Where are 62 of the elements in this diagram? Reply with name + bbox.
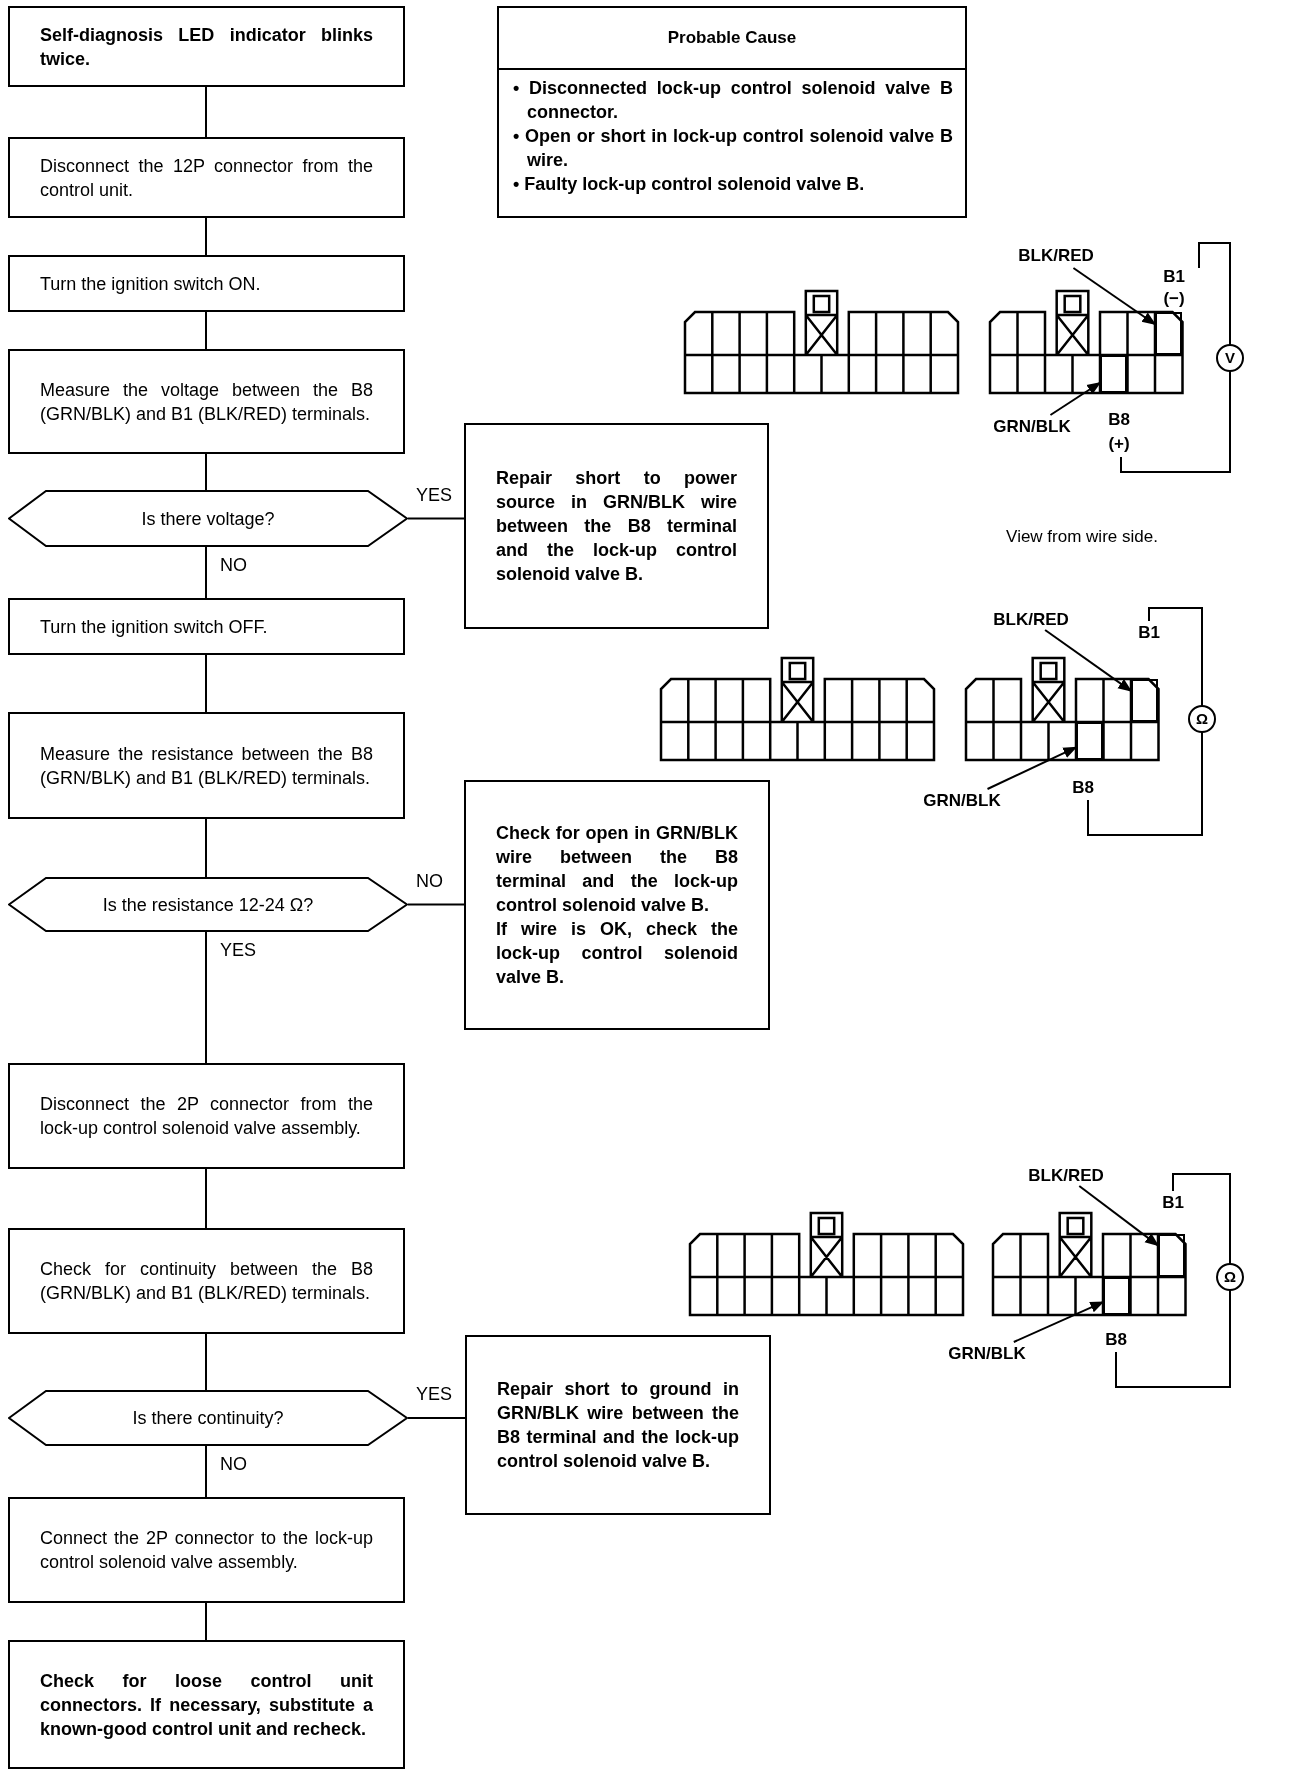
terminal-label: B8	[1105, 1330, 1127, 1350]
connector-line	[205, 818, 207, 878]
connector-line	[407, 517, 465, 520]
terminal-cavity	[1103, 1277, 1130, 1315]
wire-color-label: GRN/BLK	[983, 415, 1081, 439]
terminal-label: (−)	[1163, 289, 1185, 309]
leader-line	[1072, 267, 1157, 326]
wire-color-label: GRN/BLK	[938, 1342, 1036, 1366]
decision-diamond: Is there voltage?	[8, 490, 408, 547]
process-box: Disconnect the 2P connector from the lock-up control solenoid valve assembly.	[8, 1063, 405, 1169]
process-box: Measure the resistance between the B8 (GRN/BLK) and B1 (BLK/RED) terminals.	[8, 712, 405, 819]
connector-line	[205, 1168, 207, 1229]
terminal-label: B8	[1108, 410, 1130, 430]
connector-line	[205, 931, 207, 1064]
wire-color-label: BLK/RED	[1008, 244, 1104, 268]
terminal-label: B1	[1162, 1193, 1184, 1213]
process-box: Check for loose control unit connectors. If necessary, substitute a known-good control unit and recheck.	[8, 1640, 405, 1769]
connector-line	[205, 311, 207, 350]
process-box: Measure the voltage between the B8 (GRN/BLK) and B1 (BLK/RED) terminals.	[8, 349, 405, 454]
wire-color-label: GRN/BLK	[913, 789, 1011, 813]
wire-color-label: BLK/RED	[1018, 1166, 1114, 1186]
process-box: Repair short to power source in GRN/BLK wire between the B8 terminal and the lock-up control solenoid valve B.	[464, 423, 769, 629]
process-box: Check for open in GRN/BLK wire between the B8 terminal and the lock-up control solenoid valve B. If wire is OK, check the lock-up control solenoid valve B.	[464, 780, 770, 1030]
meter-symbol: Ω	[1188, 705, 1216, 733]
terminal-label: B1	[1163, 267, 1185, 287]
terminal-cavity	[1131, 679, 1158, 722]
terminal-cavity	[1076, 722, 1103, 760]
connector-line	[205, 654, 207, 713]
meter-symbol: Ω	[1216, 1263, 1244, 1291]
process-box: Connect the 2P connector to the lock-up control solenoid valve assembly.	[8, 1497, 405, 1603]
connector-line	[407, 903, 465, 906]
connector-line	[205, 546, 207, 599]
wire-color-label: BLK/RED	[983, 610, 1079, 630]
connector-line	[407, 1417, 466, 1419]
decision-diamond: Is the resistance 12-24 Ω?	[8, 877, 408, 932]
connector-line	[205, 217, 207, 256]
terminal-cavity	[1100, 355, 1127, 393]
process-box: Check for continuity between the B8 (GRN/BLK) and B1 (BLK/RED) terminals.	[8, 1228, 405, 1334]
leader-line	[986, 746, 1078, 790]
process-box: Disconnect the 12P connector from the control unit.	[8, 137, 405, 218]
note: View from wire side.	[1006, 527, 1158, 547]
connector-line	[205, 1445, 207, 1498]
meter-symbol: V	[1216, 344, 1244, 372]
leader-line	[1049, 381, 1102, 416]
leader-line	[1078, 1185, 1160, 1247]
process-box: Repair short to ground in GRN/BLK wire between the B8 terminal and the lock-up control solenoid valve B.	[465, 1335, 771, 1515]
process-box: Turn the ignition switch OFF.	[8, 598, 405, 655]
connector-line	[205, 1602, 207, 1641]
process-box: Self-diagnosis LED indicator blinks twice.	[8, 6, 405, 87]
terminal-label: (+)	[1108, 434, 1130, 454]
connector-line	[205, 86, 207, 138]
terminal-label: B1	[1138, 623, 1160, 643]
connector-line	[205, 1333, 207, 1391]
cause-table: Probable Cause • Disconnected lock-up control solenoid valve B connector. • Open or short in lock-up control solenoid valve B wire. • Faulty lock-up control solenoid valve B.	[497, 6, 967, 218]
process-box: Turn the ignition switch ON.	[8, 255, 405, 312]
terminal-label: B8	[1072, 778, 1094, 798]
terminal-cavity	[1155, 312, 1182, 355]
connector-line	[205, 453, 207, 491]
decision-diamond: Is there continuity?	[8, 1390, 408, 1446]
terminal-cavity	[1158, 1234, 1185, 1277]
leader-line	[1012, 1301, 1105, 1343]
leader-line	[1044, 629, 1133, 692]
